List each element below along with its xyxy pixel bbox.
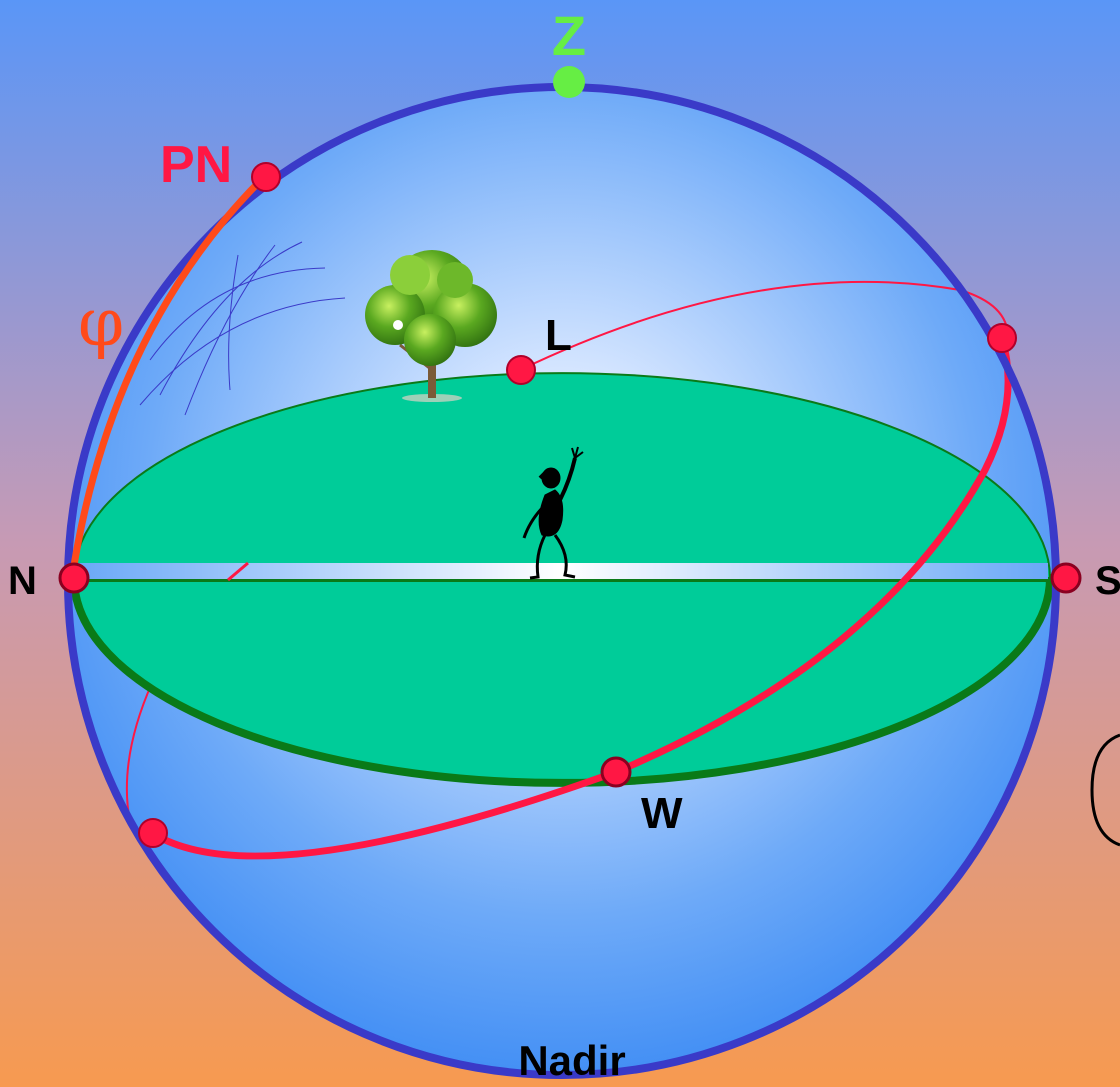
sketch-grid-lines bbox=[139, 241, 346, 416]
horizon-meridian-line bbox=[76, 563, 1048, 579]
equator-back-arc bbox=[519, 280, 1010, 371]
edge-partial-shape bbox=[1090, 733, 1120, 847]
latitude-symbol-label: φ bbox=[78, 284, 124, 361]
equator-point-east bbox=[987, 323, 1017, 353]
zenith-label: Z bbox=[552, 4, 586, 67]
equator-segment-left bbox=[227, 561, 249, 582]
west-label: W bbox=[641, 789, 683, 838]
point-l bbox=[506, 355, 536, 385]
horizon-plane bbox=[69, 372, 1055, 787]
point-l-label: L bbox=[545, 311, 572, 360]
north-pole-point bbox=[251, 162, 281, 192]
zenith-point bbox=[553, 66, 585, 98]
observer-figure-icon bbox=[522, 446, 584, 580]
latitude-arc bbox=[68, 173, 268, 582]
equator-front-arc bbox=[148, 334, 1012, 860]
north-point bbox=[58, 562, 90, 594]
south-label: S bbox=[1095, 559, 1120, 603]
south-point bbox=[1050, 562, 1082, 594]
equator-point-lower bbox=[138, 818, 168, 848]
equator-back-arc-lower bbox=[125, 682, 153, 823]
north-pole-label: PN bbox=[160, 136, 232, 194]
west-point bbox=[600, 756, 632, 788]
nadir-label: Nadir bbox=[518, 1037, 625, 1084]
north-label: N bbox=[8, 559, 37, 603]
tree-icon bbox=[365, 250, 497, 402]
